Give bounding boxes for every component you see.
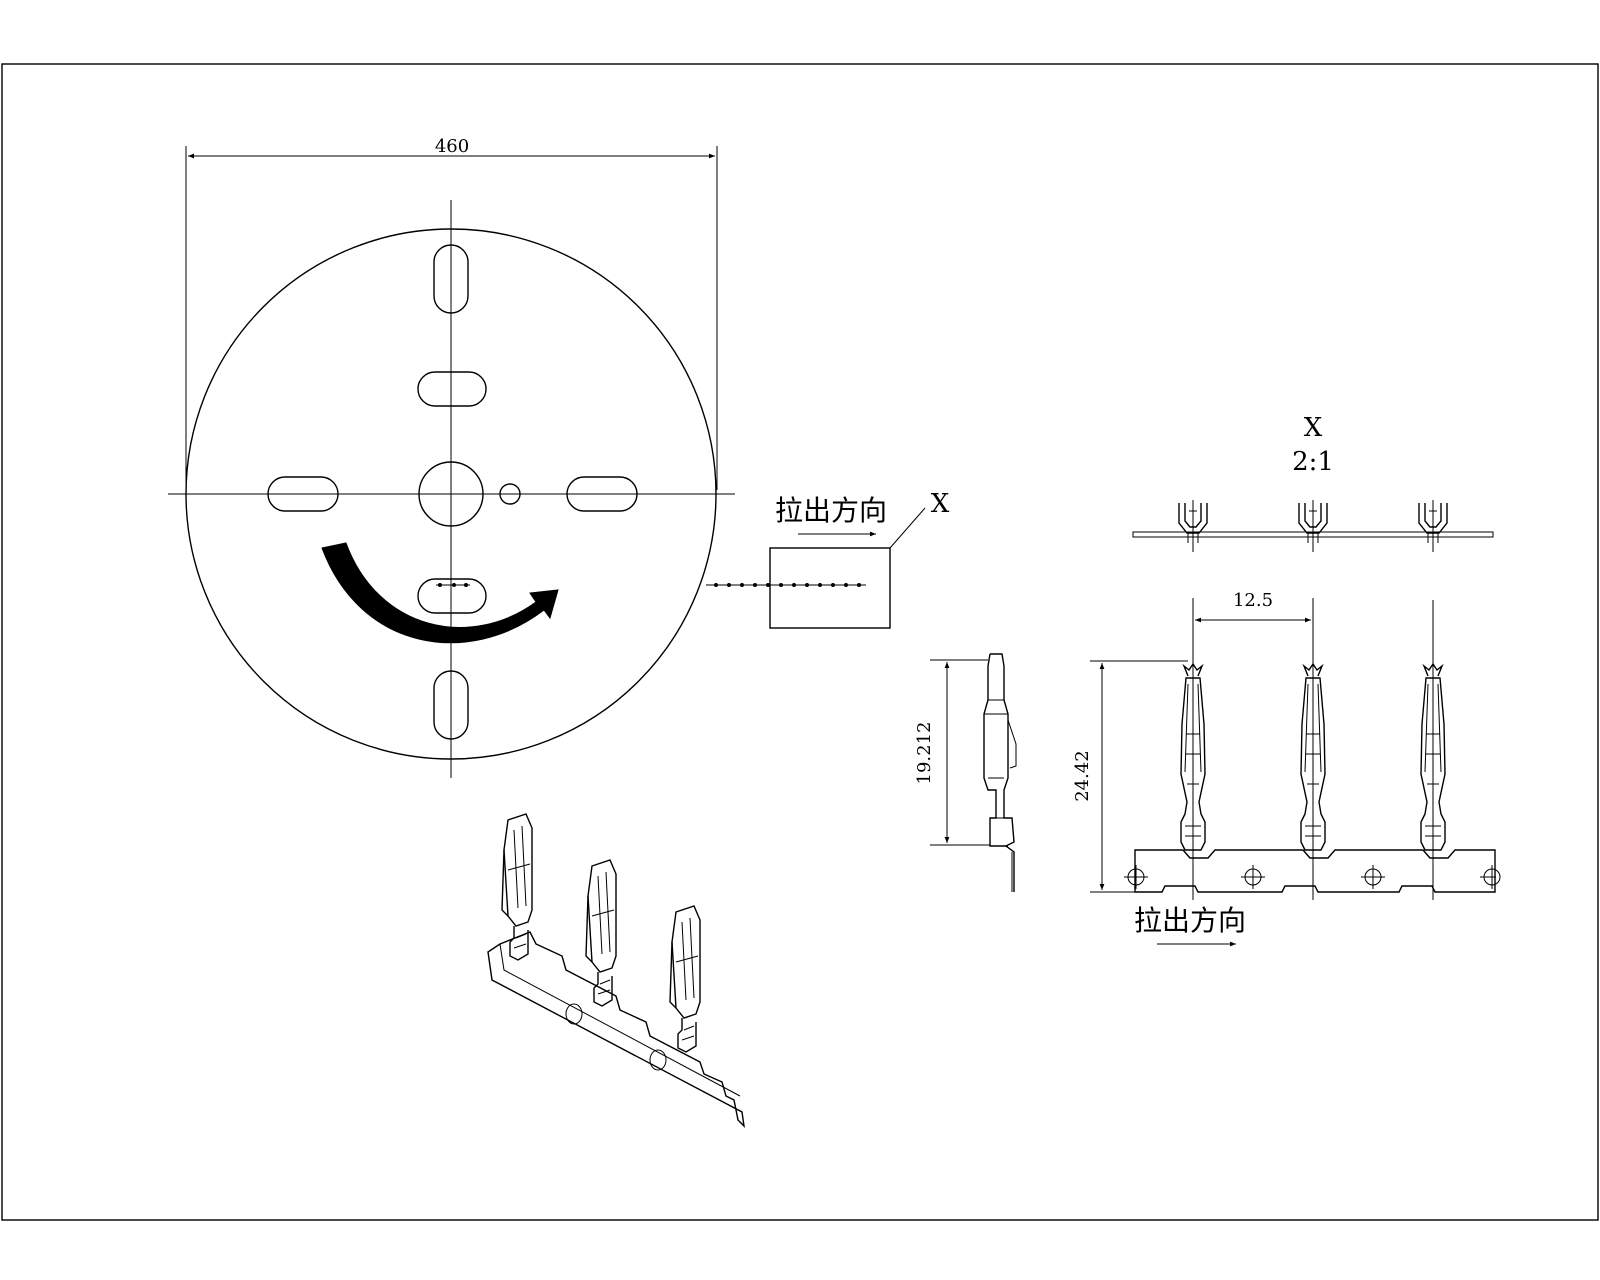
front-view bbox=[1124, 600, 1501, 900]
reel-diameter-label: 460 bbox=[435, 136, 469, 157]
strip-terminal-dot bbox=[766, 583, 770, 587]
reel-slot-marks bbox=[436, 583, 470, 587]
detail-title: X bbox=[1304, 413, 1323, 443]
reel-slot-bottom bbox=[433, 670, 469, 740]
detail-marker: X bbox=[931, 489, 950, 519]
detail-scale: 2:1 bbox=[1292, 447, 1334, 477]
reel-diameter-dimension bbox=[185, 146, 718, 490]
front-view-carrier bbox=[1134, 849, 1496, 893]
reel-view bbox=[168, 200, 735, 778]
reel-slot-right bbox=[566, 476, 638, 512]
iso-terminal-3 bbox=[669, 905, 701, 1053]
strip-terminal-dot bbox=[844, 583, 848, 587]
top-view bbox=[1132, 500, 1494, 552]
strip-terminal-dot bbox=[727, 583, 731, 587]
pull-direction-label-bottom: 拉出方向 bbox=[1134, 904, 1246, 937]
iso-terminal-1 bbox=[501, 813, 533, 961]
strip-terminal-dot bbox=[818, 583, 822, 587]
detail-box bbox=[769, 547, 891, 629]
carrier-pilot-holes bbox=[1124, 865, 1501, 889]
strip-terminal-dot bbox=[740, 583, 744, 587]
front-height-label: 24.42 bbox=[1072, 750, 1093, 802]
iso-carrier bbox=[487, 931, 745, 1128]
front-height-dimension bbox=[1090, 660, 1188, 893]
reel-slot-lower bbox=[417, 578, 487, 614]
strip-terminal-dot bbox=[753, 583, 757, 587]
pull-direction-label-top: 拉出方向 bbox=[775, 494, 887, 527]
reel-slot-top bbox=[433, 244, 469, 314]
side-height-dimension bbox=[930, 659, 990, 846]
reel-hub bbox=[418, 461, 484, 527]
pitch-label: 12.5 bbox=[1233, 590, 1273, 611]
strip-terminal-dot bbox=[831, 583, 835, 587]
reel-slot-upper bbox=[417, 371, 487, 407]
strip-terminal-dot bbox=[714, 583, 718, 587]
strip-terminal-dot bbox=[792, 583, 796, 587]
isometric-view bbox=[487, 813, 745, 1128]
side-height-label: 19.212 bbox=[914, 722, 935, 785]
strip-terminal-dot bbox=[857, 583, 861, 587]
rotation-arrow bbox=[321, 542, 559, 644]
reel-pin-hole bbox=[499, 483, 521, 505]
strip-terminal-dot bbox=[805, 583, 809, 587]
strip-terminal-dot bbox=[779, 583, 783, 587]
strip-leader bbox=[706, 583, 866, 587]
reel-slot-left bbox=[267, 476, 339, 512]
drawing-frame bbox=[1, 63, 1599, 1221]
side-view bbox=[983, 653, 1017, 892]
detail-leader-line bbox=[889, 507, 926, 549]
iso-terminal-2 bbox=[585, 859, 617, 1007]
